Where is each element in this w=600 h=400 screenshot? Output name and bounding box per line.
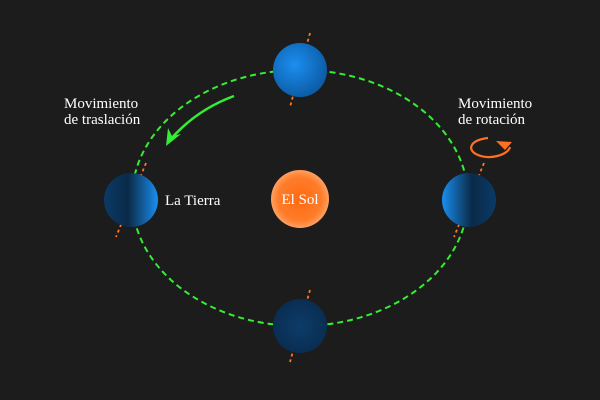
earth-right (442, 162, 496, 238)
earth-bottom (273, 289, 327, 363)
rotation-arrow-icon (470, 136, 512, 159)
earth-label: La Tierra (165, 193, 221, 209)
rotation-label-line1: Movimiento (458, 96, 532, 112)
earth-left (104, 162, 158, 238)
rotation-label-line2: de rotación (458, 112, 526, 128)
earth-top (273, 32, 327, 108)
translation-label-line1: Movimiento (64, 96, 138, 112)
sun (271, 170, 329, 228)
translation-label-line2: de traslación (64, 112, 141, 128)
sun-label: El Sol (281, 192, 318, 208)
translation-arrow-icon (166, 94, 235, 146)
